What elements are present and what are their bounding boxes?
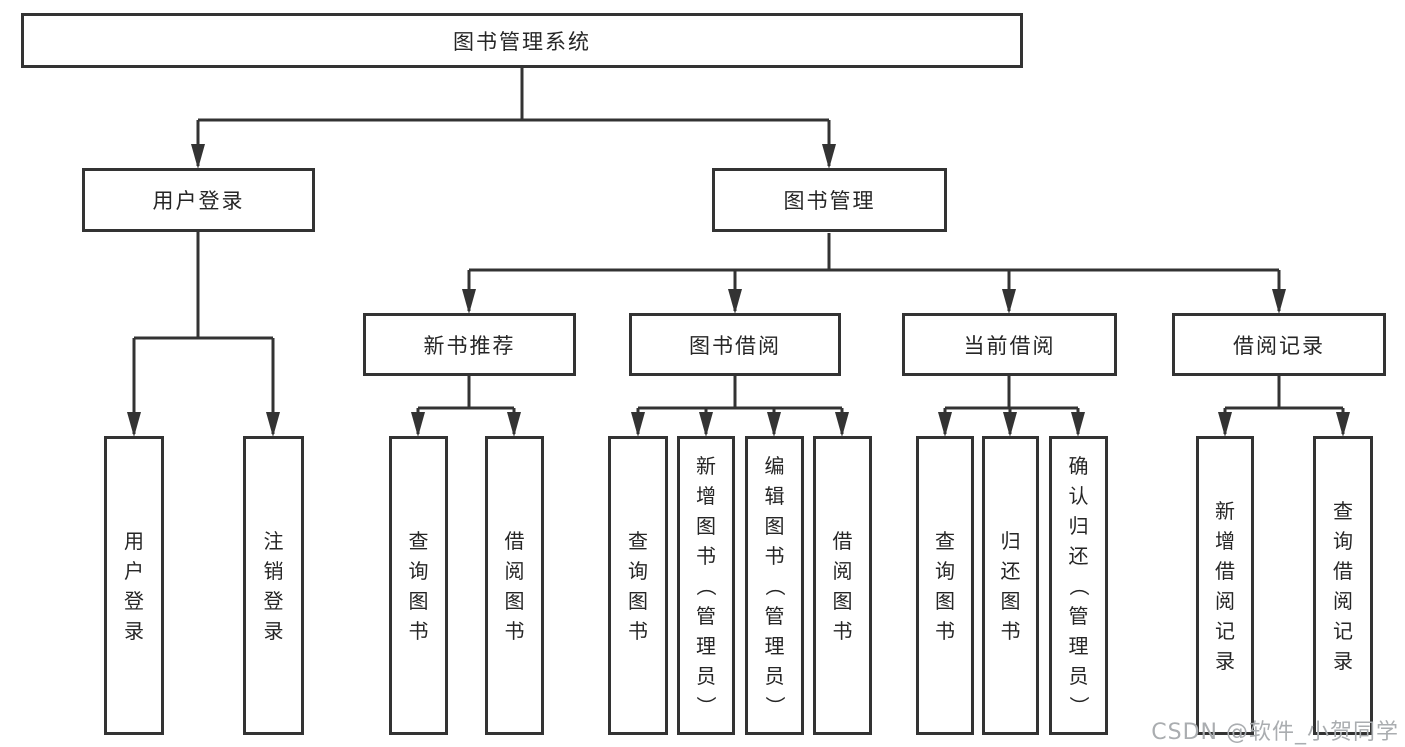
- node-book-borrow-label: 图书借阅: [689, 333, 781, 358]
- node-root: 图书管理系统: [21, 13, 1023, 68]
- node-user-login: 用户登录: [82, 168, 315, 232]
- node-root-label: 图书管理系统: [453, 29, 591, 54]
- node-current-borrow: 当前借阅: [902, 313, 1117, 376]
- node-current-borrow-label: 当前借阅: [963, 333, 1056, 358]
- leaf-nb-query-books: 查询图书: [389, 436, 448, 735]
- leaf-cb-confirm-return-admin: 确认归还（管理员）: [1049, 436, 1108, 735]
- node-new-book-recommend-label: 新书推荐: [423, 333, 516, 358]
- leaf-bb-add-books-admin: 新增图书（管理员）: [677, 436, 735, 735]
- node-user-login-label: 用户登录: [152, 189, 245, 213]
- node-book-borrow: 图书借阅: [629, 313, 841, 376]
- leaf-br-add-record-label: 新增借阅记录: [1215, 498, 1235, 673]
- connector-userlogin-to-leaves: [132, 232, 275, 434]
- connector-root-to-level2: [196, 68, 831, 166]
- leaf-cb-return-books: 归还图书: [982, 436, 1039, 735]
- node-new-book-recommend: 新书推荐: [363, 313, 576, 376]
- leaf-bb-edit-books-admin: 编辑图书（管理员）: [745, 436, 804, 735]
- leaf-bb-add-books-admin-label: 新增图书（管理员）: [694, 453, 718, 716]
- leaf-br-query-record: 查询借阅记录: [1313, 436, 1373, 735]
- leaf-logout-label: 注销登录: [263, 528, 284, 643]
- leaf-cb-return-books-label: 归还图书: [1000, 528, 1021, 643]
- leaf-bb-edit-books-admin-label: 编辑图书（管理员）: [762, 453, 787, 716]
- leaf-cb-query-books: 查询图书: [916, 436, 974, 735]
- node-book-management-label: 图书管理: [783, 189, 876, 213]
- connector-newbooks-to-leaves: [416, 376, 516, 434]
- leaf-nb-borrow-books-label: 借阅图书: [504, 528, 525, 643]
- leaf-user-login-label: 用户登录: [124, 528, 144, 643]
- connector-bookborrow-to-leaves: [636, 376, 844, 434]
- connector-bookmgmt-to-level3: [467, 233, 1281, 311]
- node-book-management: 图书管理: [712, 168, 947, 232]
- leaf-bb-borrow-books-label: 借阅图书: [832, 528, 853, 643]
- connector-currentborrow-to-leaves: [943, 376, 1080, 434]
- leaf-user-login: 用户登录: [104, 436, 164, 735]
- leaf-nb-query-books-label: 查询图书: [408, 528, 429, 643]
- leaf-nb-borrow-books: 借阅图书: [485, 436, 544, 735]
- leaf-logout: 注销登录: [243, 436, 304, 735]
- leaf-br-query-record-label: 查询借阅记录: [1333, 498, 1353, 673]
- leaf-bb-query-books-label: 查询图书: [628, 528, 648, 643]
- watermark-text: CSDN @软件_小贺同学: [1151, 720, 1399, 745]
- leaf-cb-query-books-label: 查询图书: [935, 528, 955, 643]
- node-borrow-records-label: 借阅记录: [1233, 333, 1325, 358]
- connector-records-to-leaves: [1223, 376, 1345, 434]
- leaf-bb-borrow-books: 借阅图书: [813, 436, 872, 735]
- leaf-cb-confirm-return-admin-label: 确认归还（管理员）: [1066, 453, 1091, 716]
- node-borrow-records: 借阅记录: [1172, 313, 1386, 376]
- leaf-br-add-record: 新增借阅记录: [1196, 436, 1254, 735]
- leaf-bb-query-books: 查询图书: [608, 436, 668, 735]
